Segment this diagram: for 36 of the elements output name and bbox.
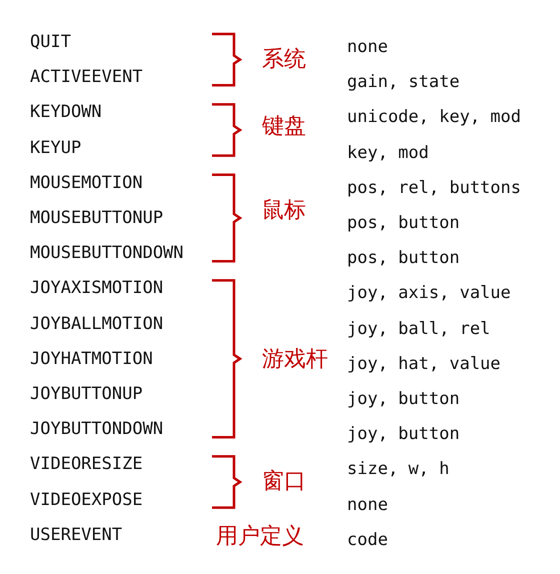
event-parameters: size, w, h <box>347 458 450 480</box>
event-name: VIDEORESIZE <box>30 453 143 476</box>
event-parameters: joy, button <box>347 388 460 410</box>
event-parameters: joy, axis, value <box>347 282 511 304</box>
event-parameters: unicode, key, mod <box>347 106 521 128</box>
event-parameters: joy, ball, rel <box>347 318 490 340</box>
event-name: JOYBALLMOTION <box>30 312 164 335</box>
event-parameters: gain, state <box>347 71 460 94</box>
event-parameters: code <box>347 528 388 551</box>
group-label: 窗口 <box>262 469 306 495</box>
event-name: JOYAXISMOTION <box>30 277 164 300</box>
event-parameters: key, mod <box>347 142 429 164</box>
event-parameters: pos, button <box>347 247 460 270</box>
event-parameters: none <box>347 36 388 58</box>
event-parameters: joy, button <box>347 423 460 446</box>
group-label: 键盘 <box>262 114 306 140</box>
event-name: QUIT <box>30 31 71 53</box>
event-name: USEREVENT <box>30 524 122 546</box>
event-parameters: pos, button <box>347 212 460 234</box>
event-name: MOUSEBUTTONUP <box>30 207 164 229</box>
event-parameters: none <box>347 494 388 516</box>
group-label: 系统 <box>262 47 306 73</box>
event-parameters: joy, hat, value <box>347 352 501 375</box>
event-name: VIDEOEXPOSE <box>30 488 143 511</box>
event-name: MOUSEMOTION <box>30 172 143 194</box>
event-name: JOYHATMOTION <box>30 348 153 370</box>
group-label: 游戏杆 <box>262 347 328 373</box>
event-name: KEYUP <box>30 136 82 159</box>
event-name: ACTIVEEVENT <box>30 66 143 88</box>
event-parameters: pos, rel, buttons <box>347 176 521 199</box>
event-name: MOUSEBUTTONDOWN <box>30 242 184 264</box>
group-label: 鼠标 <box>262 198 306 224</box>
event-name: JOYBUTTONUP <box>30 383 143 405</box>
group-label: 用户定义 <box>216 524 304 550</box>
event-name: KEYDOWN <box>30 101 102 124</box>
event-name: JOYBUTTONDOWN <box>30 418 164 440</box>
